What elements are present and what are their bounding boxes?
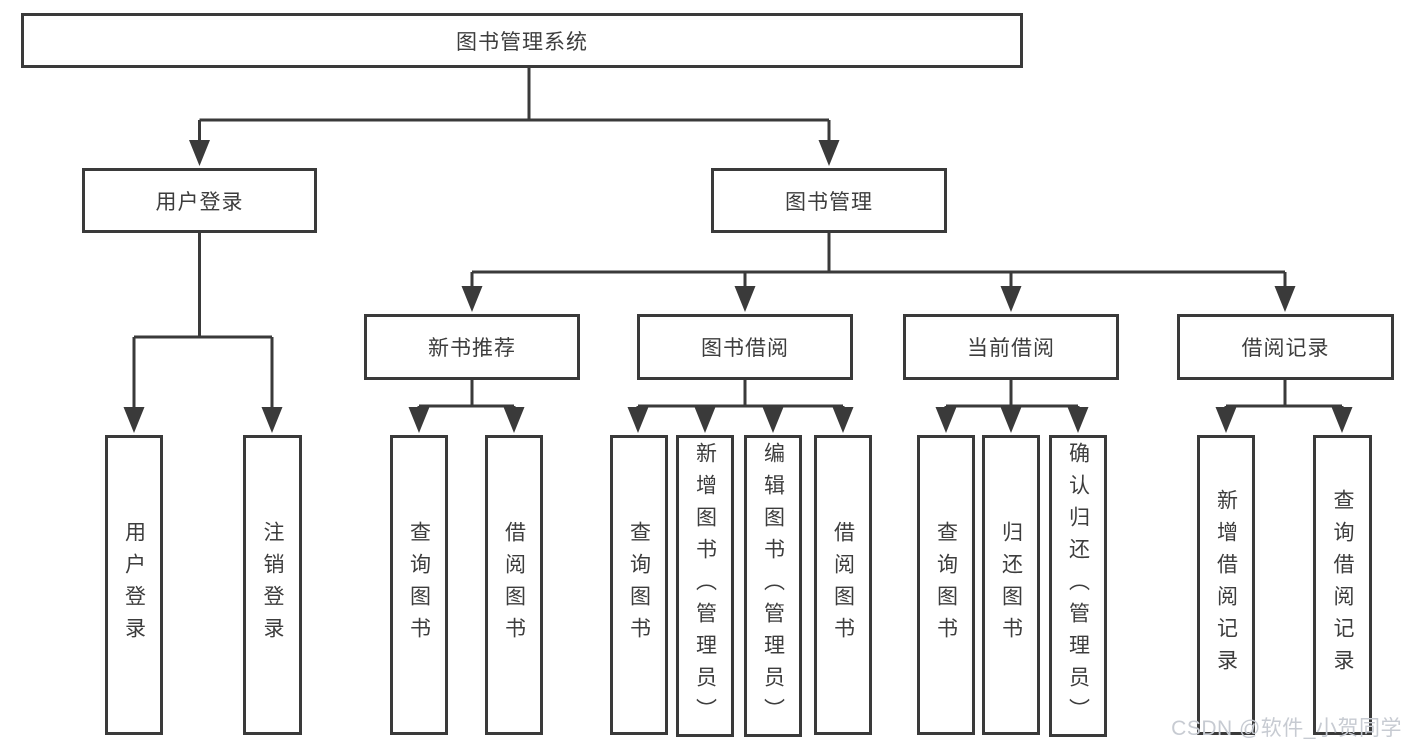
node-new-book-recommendation: 新书推荐	[364, 314, 580, 380]
node-label: 借阅图书	[502, 521, 526, 649]
node-book-management: 图书管理	[711, 168, 947, 233]
node-book-borrowing: 图书借阅	[637, 314, 853, 380]
node-leaf-edit-books-admin: 编辑图书（管理员）	[744, 435, 802, 737]
node-label: 归还图书	[999, 521, 1023, 649]
node-label: 新增图书（管理员）	[693, 442, 717, 730]
node-label: 注销登录	[261, 521, 284, 649]
node-leaf-user-login: 用户登录	[105, 435, 163, 735]
node-library-management-system: 图书管理系统	[21, 13, 1023, 68]
node-label: 编辑图书（管理员）	[761, 442, 785, 730]
node-label: 查询借阅记录	[1331, 489, 1354, 681]
node-leaf-confirm-return-admin: 确认归还（管理员）	[1049, 435, 1107, 737]
node-leaf-add-books-admin: 新增图书（管理员）	[676, 435, 734, 737]
node-leaf-query-books-borrowing: 查询图书	[610, 435, 668, 735]
node-label: 借阅图书	[831, 521, 855, 649]
node-label: 新增借阅记录	[1214, 489, 1238, 681]
node-label: 查询图书	[934, 521, 958, 649]
node-borrowing-records: 借阅记录	[1177, 314, 1394, 380]
node-label: 查询图书	[627, 521, 651, 649]
node-current-borrowing: 当前借阅	[903, 314, 1119, 380]
node-label: 用户登录	[122, 521, 146, 649]
node-leaf-return-books: 归还图书	[982, 435, 1040, 735]
node-leaf-query-borrowing-record: 查询借阅记录	[1313, 435, 1372, 735]
node-label: 查询图书	[407, 521, 431, 649]
node-user-login: 用户登录	[82, 168, 317, 233]
node-label: 确认归还（管理员）	[1066, 442, 1090, 730]
node-leaf-query-books-recommend: 查询图书	[390, 435, 448, 735]
node-leaf-borrow-books: 借阅图书	[814, 435, 872, 735]
csdn-watermark: CSDN @软件_小贺同学	[1171, 717, 1402, 740]
node-leaf-logout: 注销登录	[243, 435, 302, 735]
node-leaf-borrow-books-recommend: 借阅图书	[485, 435, 543, 735]
node-leaf-add-borrowing-record: 新增借阅记录	[1197, 435, 1255, 735]
arrowhead-icons	[123, 140, 1353, 433]
node-leaf-query-books-current: 查询图书	[917, 435, 975, 735]
